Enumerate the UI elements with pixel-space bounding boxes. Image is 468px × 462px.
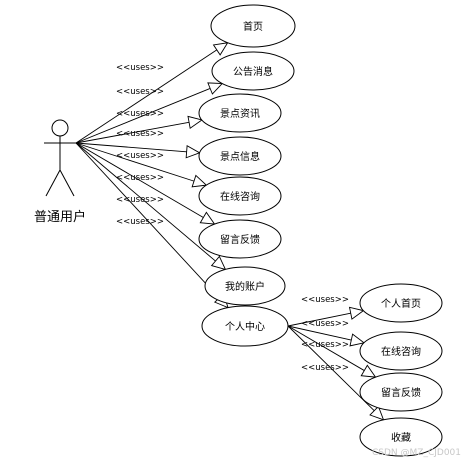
watermark: CSDN @MZ_CJD001 <box>372 448 461 458</box>
uses-label-p_home: <<uses>> <box>301 295 349 305</box>
use-case-feedback-label: 留言反馈 <box>220 233 260 246</box>
edge-scenic_news-line <box>75 121 190 144</box>
uses-label-scenic_news: <<uses>> <box>116 109 164 119</box>
uses-label-center: <<uses>> <box>116 217 164 227</box>
edge-home-line <box>75 49 218 144</box>
use-case-p_fav-ellipse <box>359 417 443 457</box>
use-case-p_consult-ellipse <box>359 331 443 371</box>
edge-p_home-line <box>287 312 351 327</box>
edge-p_feedback-arrowhead <box>360 364 377 378</box>
uses-label-home: <<uses>> <box>116 63 164 73</box>
use-case-home-ellipse <box>210 4 296 48</box>
edge-p_fav-line <box>287 325 375 412</box>
edge-scenic_info-line <box>75 142 187 153</box>
uses-label-feedback: <<uses>> <box>116 173 164 183</box>
use-case-p_fav-label: 收藏 <box>391 431 411 444</box>
edge-p_fav-arrowhead <box>369 405 385 421</box>
use-case-consult-label: 在线咨询 <box>220 190 260 203</box>
edge-scenic_news-arrowhead <box>187 115 203 129</box>
use-case-notice-label: 公告消息 <box>233 65 273 78</box>
use-case-consult: 在线咨询 <box>198 176 282 216</box>
edge-center-line <box>75 142 220 299</box>
use-case-p_feedback-ellipse <box>359 372 443 412</box>
association-lines: <<uses>> <<uses>> <<uses>> <<uses>> <<uses>>… <box>75 42 385 421</box>
use-case-p_home-ellipse <box>359 283 443 323</box>
use-case-p_feedback: 留言反馈 <box>359 372 443 412</box>
edge-notice-line <box>75 88 211 144</box>
actor-left-leg <box>45 169 61 197</box>
use-case-p_fav: 收藏 <box>359 417 443 457</box>
use-case-scenic_info: 景点信息 <box>198 136 282 176</box>
use-case-notice: 公告消息 <box>211 51 295 91</box>
actor-label: 普通用户 <box>34 209 86 225</box>
use-case-nodes: 首页公告消息景点资讯景点信息在线咨询留言反馈我的账户个人中心个人首页在线咨询留言… <box>198 4 443 457</box>
use-case-center-label: 个人中心 <box>225 320 265 333</box>
uses-label-account: <<uses>> <box>116 195 164 205</box>
edge-p_consult-arrowhead <box>349 333 366 347</box>
edge-p_consult-line <box>287 325 352 341</box>
use-case-consult-ellipse <box>198 176 282 216</box>
edge-notice-arrowhead <box>207 82 224 95</box>
use-case-feedback-ellipse <box>198 219 282 259</box>
uses-label-consult: <<uses>> <box>116 151 164 161</box>
use-case-account-ellipse <box>204 266 286 306</box>
edge-consult-arrowhead <box>191 174 208 188</box>
actor-figure: 普通用户 <box>34 119 86 225</box>
use-case-p_home: 个人首页 <box>359 283 443 323</box>
uses-label-scenic_info: <<uses>> <box>116 129 164 139</box>
edge-account-arrowhead <box>210 255 227 271</box>
actor-right-leg <box>59 169 75 197</box>
edge-account-line <box>75 142 216 262</box>
edge-scenic_info-arrowhead <box>185 145 201 159</box>
use-case-p_consult-label: 在线咨询 <box>381 345 421 358</box>
use-case-home: 首页 <box>210 4 296 48</box>
use-case-p_home-label: 个人首页 <box>381 297 421 310</box>
use-case-scenic_info-label: 景点信息 <box>220 150 260 163</box>
edge-feedback-line <box>75 142 204 218</box>
edge-home-arrowhead <box>212 42 229 56</box>
use-case-scenic_info-ellipse <box>198 136 282 176</box>
use-case-notice-ellipse <box>211 51 295 91</box>
use-case-scenic_news-ellipse <box>198 93 282 133</box>
use-case-scenic_news-label: 景点资讯 <box>220 108 260 120</box>
edge-p_home-arrowhead <box>348 306 365 320</box>
use-case-center-ellipse <box>201 305 289 347</box>
uses-label-notice: <<uses>> <box>116 87 164 97</box>
use-case-feedback: 留言反馈 <box>198 219 282 259</box>
uses-label-p_consult: <<uses>> <box>301 319 349 329</box>
use-case-p_feedback-label: 留言反馈 <box>381 386 421 399</box>
edge-feedback-arrowhead <box>199 211 216 225</box>
edge-p_feedback-line <box>287 325 365 371</box>
uses-label-p_feedback: <<uses>> <box>301 340 349 350</box>
uses-label-p_fav: <<uses>> <box>301 363 349 373</box>
use-case-scenic_news: 景点资讯 <box>198 93 282 133</box>
use-case-home-label: 首页 <box>243 20 263 33</box>
actor-head <box>51 119 69 137</box>
use-case-p_consult: 在线咨询 <box>359 331 443 371</box>
use-case-account-label: 我的账户 <box>225 280 265 293</box>
edge-consult-line <box>75 142 195 182</box>
use-case-center: 个人中心 <box>201 305 289 347</box>
use-case-account: 我的账户 <box>204 266 286 306</box>
